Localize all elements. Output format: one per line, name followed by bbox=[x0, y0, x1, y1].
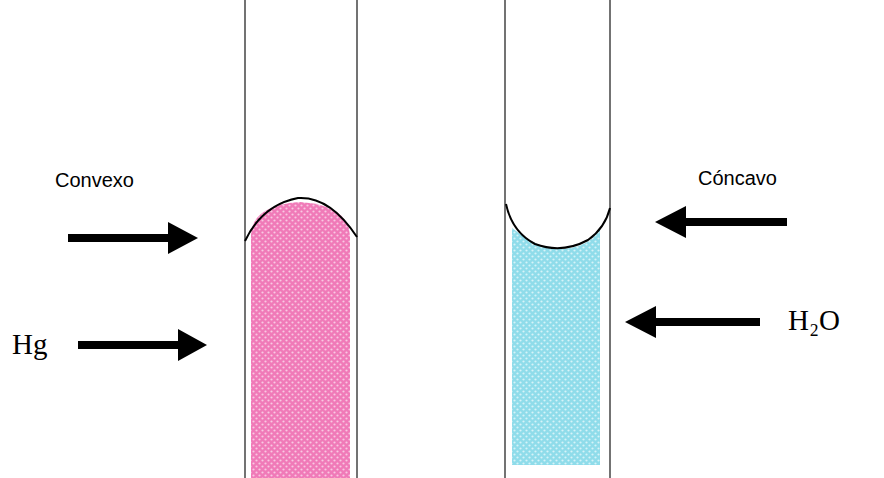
tube-wall bbox=[356, 0, 358, 478]
leader-arrow bbox=[625, 306, 760, 338]
tube-wall bbox=[504, 0, 506, 478]
tube-wall bbox=[609, 0, 611, 478]
leader-arrow bbox=[78, 329, 207, 361]
substance-label: H₂O bbox=[788, 306, 840, 335]
convex-meniscus bbox=[245, 198, 357, 241]
meniscus-label: Cóncavo bbox=[698, 168, 777, 188]
leader-arrow bbox=[68, 222, 198, 254]
meniscus-label: Convexo bbox=[55, 170, 134, 190]
mercury-column bbox=[251, 202, 350, 478]
water-column bbox=[512, 228, 600, 465]
leader-arrow bbox=[655, 206, 787, 238]
substance-label: Hg bbox=[12, 330, 47, 359]
concave-meniscus bbox=[506, 204, 610, 248]
